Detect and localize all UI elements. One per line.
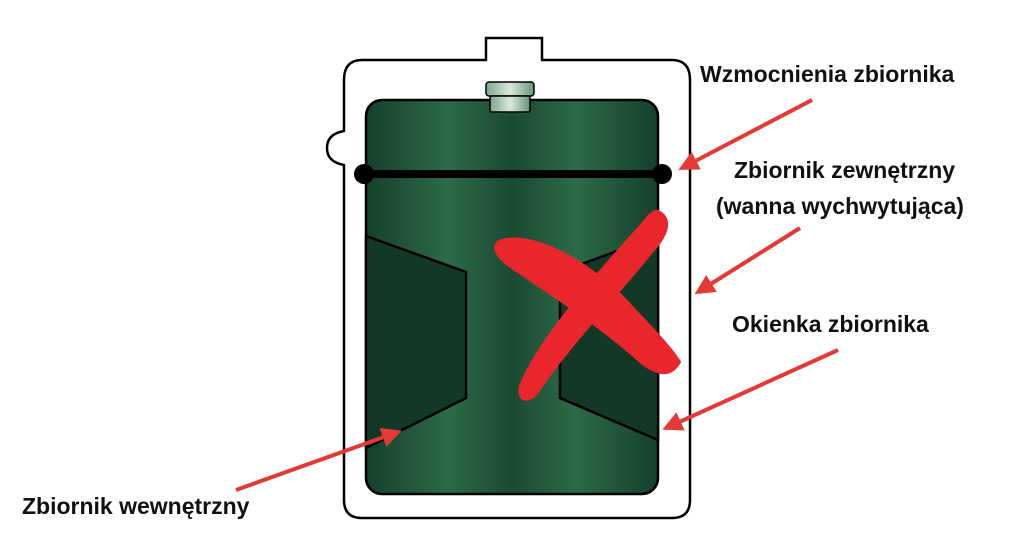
arrow-inner-tank: [235, 427, 402, 492]
tank-window-left: [364, 234, 468, 451]
label-tank-windows: Okienka zbiornika: [732, 311, 929, 337]
arrow-reinforcement: [678, 98, 813, 170]
arrow-tank-windows: [662, 348, 839, 431]
callout-arrows: [235, 98, 839, 492]
inner-tank: [354, 81, 672, 496]
tank-reinforcement-band: [354, 164, 672, 184]
label-inner-tank: Zbiornik wewnętrzny: [22, 493, 250, 519]
label-tank-reinforcement: Wzmocnienia zbiornika: [700, 61, 955, 87]
label-outer-tank-subtitle: (wanna wychwytująca): [716, 193, 964, 219]
arrow-outer-tank: [694, 226, 802, 295]
label-outer-tank: Zbiornik zewnętrzny: [734, 157, 956, 183]
x-mark-icon: [494, 210, 682, 401]
tank-cap: [485, 81, 535, 113]
